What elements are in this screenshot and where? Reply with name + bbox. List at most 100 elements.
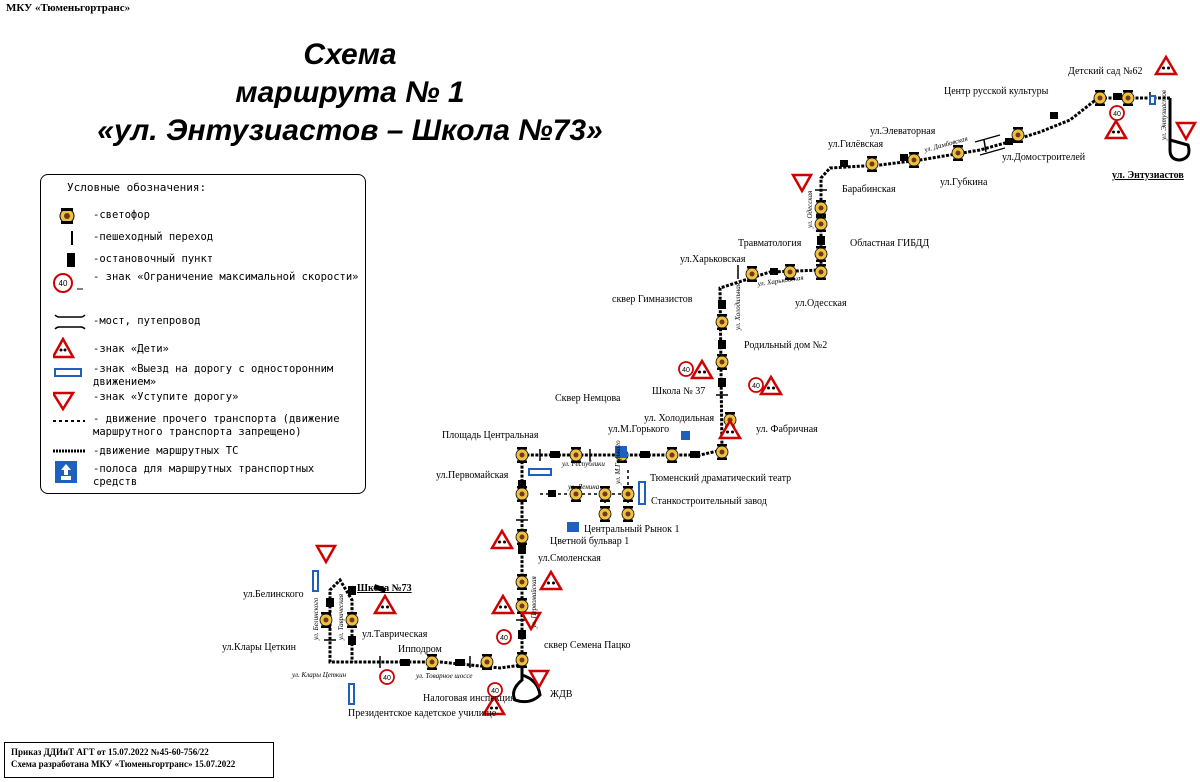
- svg-text:Налоговая инспекция: Налоговая инспекция: [423, 693, 515, 704]
- bus-stop-icon: [400, 659, 410, 666]
- svg-text:ул. Харьковская: ул. Харьковская: [756, 274, 804, 289]
- svg-text:ул.Харьковская: ул.Харьковская: [680, 254, 746, 265]
- svg-text:Травматология: Травматология: [738, 238, 802, 249]
- svg-text:ул. Холодильная: ул. Холодильная: [644, 413, 714, 424]
- svg-text:ул. Энтузиастов: ул. Энтузиастов: [1160, 90, 1168, 141]
- scheme-title: Схема маршрута № 1 «ул. Энтузиастов – Шк…: [60, 36, 640, 150]
- bus-stop-icon: [67, 253, 75, 267]
- svg-text:ул.Гилёвская: ул.Гилёвская: [828, 139, 883, 150]
- route-line-icon: [53, 449, 85, 453]
- svg-text:40: 40: [383, 675, 391, 682]
- bus-stop-icon: [1005, 138, 1013, 145]
- svg-text:Областная ГИБДД: Областная ГИБДД: [850, 238, 929, 249]
- legend-text: -знак «Дети»: [93, 343, 169, 355]
- title-line-3: «ул. Энтузиастов – Школа №73»: [97, 114, 603, 147]
- svg-text:ул.Смоленская: ул.Смоленская: [538, 553, 601, 564]
- svg-text:ул. Первомайская: ул. Первомайская: [530, 576, 538, 629]
- svg-text:ул.М.Горького: ул.М.Горького: [608, 424, 669, 435]
- svg-text:ул.Домостроителей: ул.Домостроителей: [1002, 152, 1086, 163]
- svg-text:Президентское кадетское училищ: Президентское кадетское училище: [348, 708, 497, 719]
- svg-text:ул.Губкина: ул.Губкина: [940, 177, 988, 188]
- svg-text:Площадь Центральная: Площадь Центральная: [442, 430, 539, 441]
- one-way-exit-sign-icon: [54, 368, 82, 377]
- svg-text:Детский сад №62: Детский сад №62: [1068, 66, 1143, 77]
- legend-text: - знак «Ограничение максимальной скорост…: [93, 271, 359, 283]
- turnaround-entuziastov: [1168, 98, 1191, 162]
- bus-stop-icon: [1050, 112, 1058, 119]
- svg-text:ул. Республики: ул. Республики: [561, 460, 605, 468]
- svg-text:Станкостроительный завод: Станкостроительный завод: [651, 496, 767, 507]
- svg-text:Центральный Рынок 1: Центральный Рынок 1: [584, 524, 680, 535]
- svg-text:Сквер Немцова: Сквер Немцова: [555, 393, 621, 404]
- speed-limit-values: 40 40 40 40 40 40: [383, 111, 1121, 695]
- bus-stop-icon: [550, 451, 560, 458]
- traffic-light-icon: [59, 208, 75, 224]
- bus-stop-icon: [1113, 93, 1122, 100]
- legend-heading: Условные обозначения:: [67, 181, 207, 194]
- bus-stop-icon: [718, 378, 726, 387]
- svg-text:ул. Товарное шоссе: ул. Товарное шоссе: [415, 672, 472, 680]
- bus-stop-icon: [690, 451, 700, 458]
- svg-text:сквер Гимназистов: сквер Гимназистов: [612, 294, 693, 305]
- traffic-lights: [319, 89, 1135, 671]
- bus-stop-icon: [455, 659, 465, 666]
- one-way-exit-signs: [312, 95, 1156, 705]
- legend-text: -пешеходный переход: [93, 231, 214, 243]
- bus-stop-icon: [900, 154, 908, 161]
- bus-stop-icon: [718, 340, 726, 349]
- svg-text:ул. Таврическая: ул. Таврическая: [337, 594, 345, 641]
- bus-stop-icon: [348, 636, 356, 645]
- crosswalk-icon: [71, 231, 73, 245]
- footer-note: Приказ ДДИиТ АГТ от 15.07.2022 №45-60-75…: [4, 742, 274, 778]
- svg-text:ул.Белинского: ул.Белинского: [243, 589, 304, 600]
- footer-line-1: Приказ ДДИиТ АГТ от 15.07.2022 №45-60-75…: [11, 747, 209, 757]
- yield-signs: [315, 121, 1197, 689]
- legend: Условные обозначения: -светофор -пешеход…: [40, 174, 366, 494]
- svg-text:40: 40: [491, 688, 499, 695]
- crosswalks: [324, 92, 1151, 668]
- bridge-icon: [974, 134, 1006, 156]
- svg-text:Тюменский драматический театр: Тюменский драматический театр: [650, 473, 791, 484]
- svg-text:ул. Холодильная: ул. Холодильная: [734, 283, 742, 331]
- svg-text:ул.Одесская: ул.Одесская: [795, 298, 847, 309]
- terminal-label-entuziastov: ул. Энтузиастов: [1112, 170, 1184, 181]
- svg-text:ул.Таврическая: ул.Таврическая: [362, 629, 428, 640]
- bus-stop-icon: [373, 584, 387, 593]
- bus-lane-icon: [55, 461, 77, 483]
- bus-stop-icon: [518, 480, 526, 489]
- bus-stop-icon: [718, 300, 726, 309]
- svg-text:40: 40: [500, 635, 508, 642]
- svg-text:Барабинская: Барабинская: [842, 184, 896, 195]
- speed-limit-40-icon: 40: [53, 273, 83, 293]
- bus-stops: [326, 93, 1122, 666]
- legend-text: -светофор: [93, 209, 150, 221]
- svg-text:40: 40: [1113, 111, 1121, 118]
- turnaround-zhdv: [512, 665, 542, 704]
- organization-name: МКУ «Тюменьгортранс»: [6, 2, 131, 14]
- stop-labels: Детский сад №62 Центр русской культуры у…: [222, 66, 1143, 719]
- svg-text:40: 40: [752, 383, 760, 390]
- legend-text: - движение прочего транспорта (движение …: [93, 413, 340, 438]
- title-line-1: Схема: [303, 38, 397, 71]
- bridge-icon: [54, 314, 86, 330]
- svg-text:Цветной бульвар 1: Цветной бульвар 1: [550, 536, 629, 547]
- yield-sign-icon: [53, 391, 76, 412]
- svg-text:40: 40: [682, 367, 690, 374]
- bus-stop-icon: [518, 545, 526, 554]
- legend-text: -знак «Выезд на дорогу с односторонним д…: [93, 363, 334, 388]
- terminal-label-shkola73: Школа №73: [357, 583, 412, 594]
- street-labels: ул. Дамбовская ул. Одесская ул. Харьковс…: [291, 90, 1168, 680]
- bus-stop-icon: [840, 160, 848, 167]
- bus-lane-signs: [567, 431, 690, 532]
- speed-limit-signs: [379, 105, 1125, 698]
- svg-text:ул.Клары Цеткин: ул.Клары Цеткин: [222, 642, 297, 653]
- svg-text:Школа № 37: Школа № 37: [652, 386, 705, 397]
- bus-stop-icon: [326, 598, 334, 607]
- legend-text: -мост, путепровод: [93, 315, 201, 327]
- svg-text:ЖДВ: ЖДВ: [550, 689, 573, 700]
- bus-stop-icon: [770, 268, 778, 275]
- children-sign-icon: [53, 337, 76, 359]
- bus-stop-icon: [640, 451, 650, 458]
- svg-text:сквер Семена Пацко: сквер Семена Пацко: [544, 640, 631, 651]
